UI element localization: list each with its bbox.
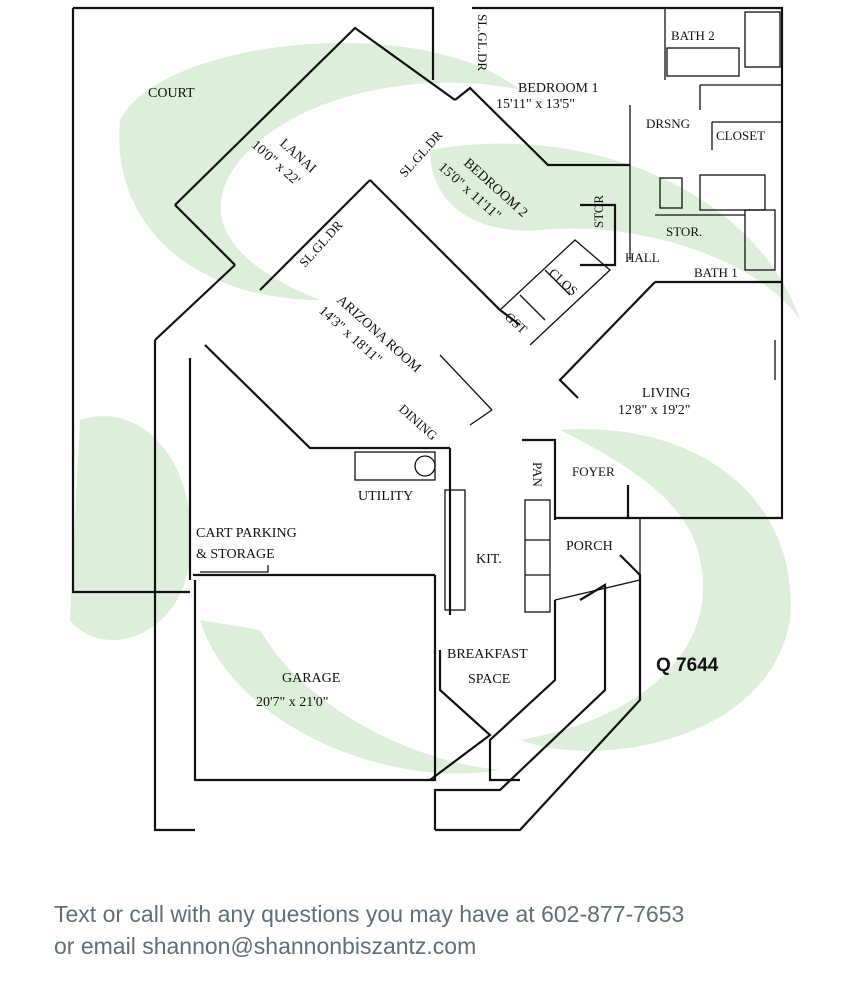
label-drsng: DRSNG xyxy=(646,116,690,131)
plan-code: Q 7644 xyxy=(656,655,719,676)
label-foyer: FOYER xyxy=(572,464,615,479)
label-stor2: STOR xyxy=(591,195,606,228)
walls xyxy=(71,6,784,832)
label-space: SPACE xyxy=(468,672,510,687)
label-slgldr-lanai: SL.GL.DR xyxy=(296,217,346,270)
label-clos: CLOS xyxy=(546,265,581,298)
label-gst: GST xyxy=(502,309,530,337)
label-breakfast: BREAKFAST xyxy=(447,647,528,662)
label-stor1: STOR. xyxy=(666,224,702,239)
label-bedroom1: BEDROOM 1 xyxy=(518,81,599,96)
arizona-label-group: ARIZONA ROOM 14'3" x 18'11" xyxy=(316,293,424,377)
contact-line-email: or email shannon@shannonbiszantz.com xyxy=(54,933,477,959)
contact-footer: Text or call with any questions you may … xyxy=(54,898,844,962)
label-kit: KIT. xyxy=(476,552,502,567)
label-cart-storage: & STORAGE xyxy=(196,547,275,562)
label-pan: PAN xyxy=(530,462,545,487)
label-bath2: BATH 2 xyxy=(671,28,715,43)
label-porch: PORCH xyxy=(566,539,613,554)
label-closet: CLOSET xyxy=(716,128,765,143)
label-bath1: BATH 1 xyxy=(694,265,738,280)
label-cart-parking: CART PARKING xyxy=(196,526,297,541)
label-dining: DINING xyxy=(396,401,440,443)
label-living: LIVING xyxy=(642,386,690,401)
watermark-logo xyxy=(70,42,800,774)
label-court: COURT xyxy=(148,86,195,101)
label-living-size: 12'8" x 19'2" xyxy=(618,403,690,418)
label-slgldr-bed1: SL.GL.DR xyxy=(475,14,490,71)
contact-line-phone: Text or call with any questions you may … xyxy=(54,901,685,927)
floor-plan: COURT LANAI 10'0" x 22' SL.GL.DR BEDROOM… xyxy=(70,6,800,832)
label-garage-size: 20'7" x 21'0" xyxy=(256,695,328,710)
label-utility: UTILITY xyxy=(358,489,413,504)
label-hall: HALL xyxy=(625,250,660,265)
label-garage: GARAGE xyxy=(282,671,340,686)
label-bedroom1-size: 15'11" x 13'5" xyxy=(496,97,575,112)
